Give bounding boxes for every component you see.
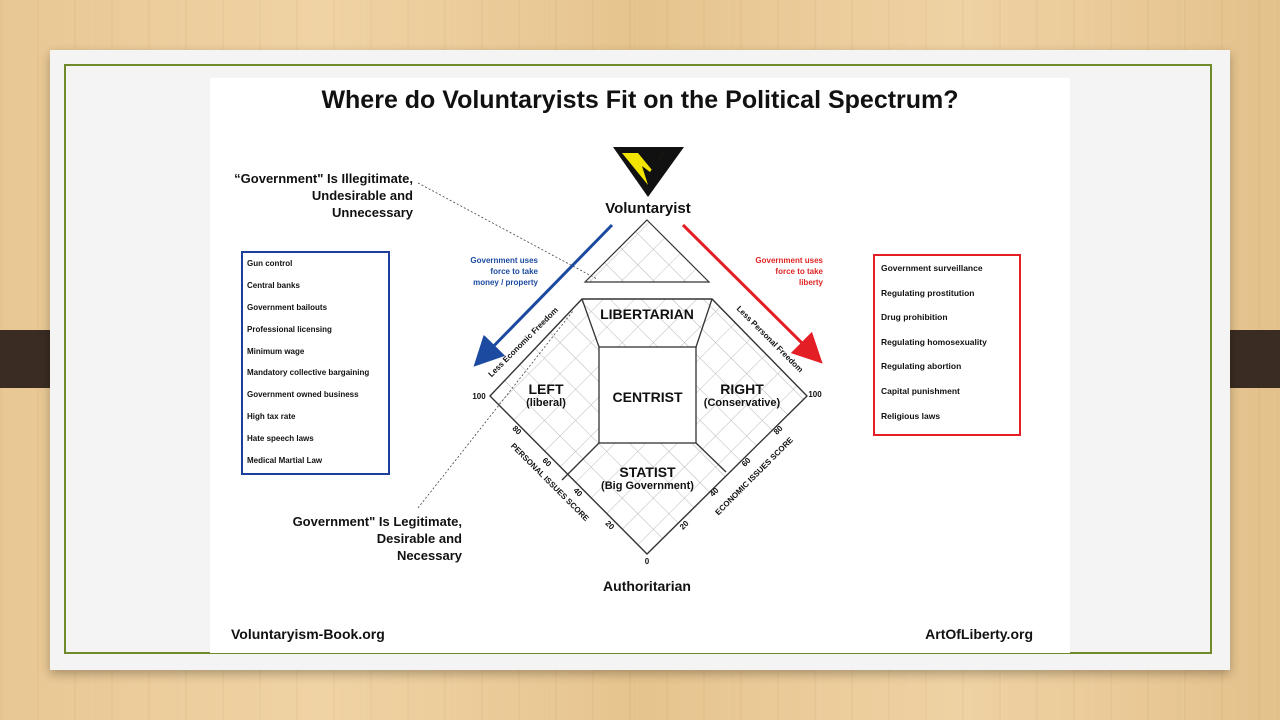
slide-border (64, 64, 1212, 654)
region-dividers (561, 298, 727, 481)
bottom-zero-tick: 0 (645, 557, 650, 566)
economic-intervention-list: Gun control Central banks Government bai… (241, 251, 390, 475)
list-item: Medical Martial Law (247, 456, 323, 466)
voluntaryist-triangle (583, 219, 711, 283)
blue-arrow (473, 223, 614, 367)
list-item: Religious laws (881, 410, 941, 421)
list-item: Hate speech laws (247, 434, 314, 444)
region-left: LEFT (liberal) (526, 381, 566, 409)
right-max-tick: 100 (808, 390, 822, 399)
list-item: Regulating homosexuality (881, 336, 987, 347)
list-item: Regulating prostitution (881, 287, 975, 298)
region-statist: STATIST (Big Government) (601, 464, 694, 492)
list-item: Gun control (247, 259, 293, 268)
note-illegitimate: “Government" Is Illegitimate,Undesirable… (234, 171, 413, 220)
region-libertarian: LIBERTARIAN (600, 306, 694, 322)
list-item: Professional licensing (247, 324, 332, 334)
leader-line-bottom (417, 310, 574, 509)
region-right: RIGHT (Conservative) (703, 381, 781, 409)
list-item: High tax rate (247, 412, 296, 422)
footer-left-site: Voluntaryism-Book.org (231, 626, 385, 642)
list-item: Minimum wage (247, 346, 305, 356)
authoritarian-label: Authoritarian (603, 578, 691, 594)
left-max-tick: 100 (472, 392, 486, 401)
leader-line-top (417, 182, 598, 280)
list-item: Mandatory collective bargaining (247, 368, 370, 378)
list-item: Central banks (247, 280, 300, 290)
list-item: Government surveillance (881, 263, 983, 273)
voluntaryist-logo (613, 147, 684, 197)
list-item: Government bailouts (247, 302, 328, 312)
voluntaryist-label: Voluntaryist (605, 200, 691, 217)
list-item: Government owned business (247, 390, 359, 400)
region-centrist: CENTRIST (612, 389, 683, 405)
list-item: Regulating abortion (881, 361, 962, 372)
list-item: Drug prohibition (881, 312, 948, 323)
list-item: Capital punishment (881, 385, 960, 396)
red-arrow (681, 223, 823, 364)
personal-intervention-list: Government surveillance Regulating prost… (873, 254, 1021, 436)
footer-right-site: ArtOfLiberty.org (925, 626, 1033, 642)
infographic-title: Where do Voluntaryists Fit on the Politi… (321, 86, 959, 114)
